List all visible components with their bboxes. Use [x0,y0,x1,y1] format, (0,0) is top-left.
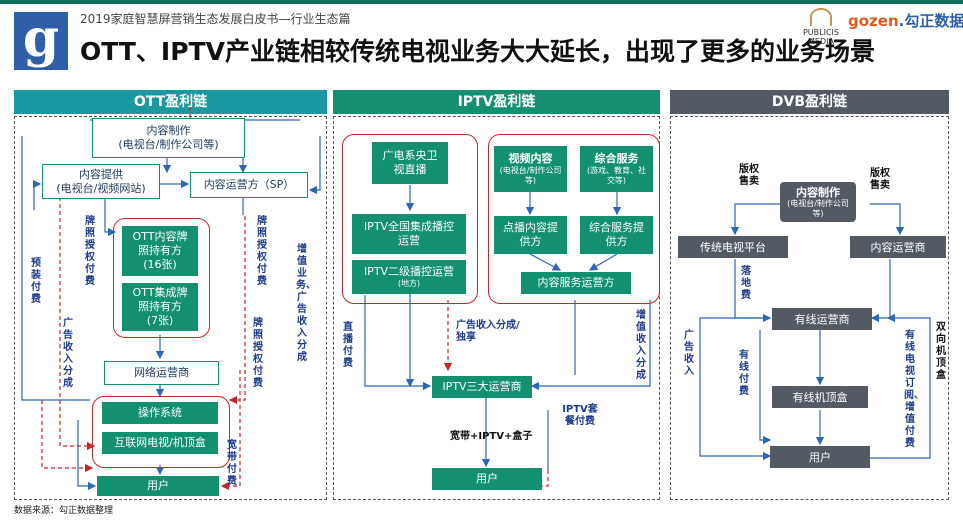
iptv-label-ad-share: 广告收入分成/独享 [456,320,520,343]
ott-panel-header: OTT盈利链 [14,90,327,114]
gozen-logo-text: .勾正数据 [898,12,963,30]
dvb-label-dual: 双向机顶盒 [936,322,946,381]
iptv-label-bundle: 宽带+IPTV+盒子 [450,431,533,442]
ott-license-integration: OTT集成牌照持有方 (7张) [122,283,198,331]
iptv-integrated: 综合服务 (游戏、教育、社交等) [580,146,653,192]
publicis-logo-text: PUBLICIS MEDIA [802,28,839,46]
ott-label-license-fee-2: 牌照授权付费 [257,216,267,287]
iptv-vod-label: 点播内容提供方 [503,221,558,248]
report-subtitle: 2019家庭智慧屏营销生态发展白皮书—行业生态篇 [80,12,351,26]
iptv-video-sub: (电视台/制作公司等) [499,166,562,185]
iptv-content-service: 内容服务运营方 [521,272,631,294]
iptv-broadcast-frame [342,134,478,304]
dvb-label-subscription: 有线电视订阅、增值付费 [904,330,924,449]
publicis-logo: PUBLICIS MEDIA [790,8,852,46]
iptv-label-package: IPTV套餐付费 [562,404,598,427]
iptv-regional: IPTV二级播控运营 (地方) [352,260,466,294]
ott-label-preinstall: 预装付费 [31,258,41,305]
iptv-panel-header: IPTV盈利链 [333,90,660,114]
ott-label-ad-share: 广告收入分成 [63,318,73,389]
ott-panel [14,116,327,500]
iptv-national-label: IPTV全国集成播控运营 [363,220,455,247]
dvb-tv-platform: 传统电视平台 [678,236,788,258]
sun-icon [810,8,832,26]
dvb-user: 用户 [770,446,870,468]
iptv-cctv-label: 广电系央卫视直播 [382,149,438,176]
iptv-label-live-fee: 直播付费 [343,322,353,369]
dvb-content-maker: 内容制作 (电视台/制作公司等) [780,182,856,222]
iptv-regional-sub: (地方) [397,279,421,288]
ott-tv-box: 互联网电视/机顶盒 [102,432,218,454]
gozen-logo-mark: gozen [848,12,899,30]
dvb-cable-operator: 有线运营商 [772,308,872,330]
iptv-vod: 点播内容提供方 [494,216,567,254]
iptv-carriers: IPTV三大运营商 [432,376,532,398]
ott-label-broadband: 宽带付费 [227,440,237,487]
ott-license-content-label: OTT内容牌照持有方 [132,230,188,257]
top-accent-bar [0,0,963,4]
dvb-stb: 有线机顶盒 [772,386,868,408]
dvb-content-maker-label: 内容制作 [796,185,840,199]
iptv-integrated-label: 综合服务 [594,152,639,165]
iptv-national: IPTV全国集成播控运营 [352,214,466,254]
ott-content-provider-sub: (电视台/视频网站) [56,181,146,195]
ott-label-license-fee-1: 牌照授权付费 [85,216,95,287]
dvb-panel-header: DVB盈利链 [670,90,949,114]
iptv-isp-label: 综合服务提供方 [589,221,644,248]
ott-network: 网络运营商 [104,361,219,385]
iptv-content-frame [488,134,660,304]
ott-content-maker-sub: (电视台/制作公司等) [118,138,219,151]
dvb-label-copyright-1: 版权售卖 [739,164,759,187]
ott-content-maker-label: 内容制作 [146,124,191,137]
gozen-logo: gozen.勾正数据 [848,10,963,31]
dvb-content-maker-sub: (电视台/制作公司等) [787,198,849,218]
iptv-user: 用户 [432,468,542,490]
ott-license-integration-label: OTT集成牌照持有方 [132,286,188,313]
iptv-panel [333,116,660,500]
dvb-label-ad: 广告收入 [684,330,694,377]
dvb-label-cable-fee: 有线付费 [739,350,749,397]
ott-device-frame [92,396,230,468]
ott-label-value-add: 增值业务、广告收入分成 [296,244,316,363]
ott-os: 操作系统 [102,402,218,424]
dvb-label-copyright-2: 版权售卖 [870,168,890,191]
page-title: OTT、IPTV产业链相较传统电视业务大大延长，出现了更多的业务场景 [80,37,875,66]
ott-user: 用户 [97,476,219,496]
ott-content-maker: 内容制作 (电视台/制作公司等) [92,118,245,158]
iptv-video-label: 视频内容 [508,152,553,165]
ott-sp: 内容运营方（SP） [190,172,308,198]
iptv-isp: 综合服务提供方 [580,216,653,254]
iptv-cctv: 广电系央卫视直播 [372,142,448,184]
iptv-label-value-add: 增值收入分成 [636,310,646,381]
iptv-regional-label: IPTV二级播控运营 [363,265,455,278]
ott-label-license-fee-3: 牌照授权付费 [253,318,263,389]
data-source: 数据来源：勾正数据整理 [14,506,114,516]
iptv-video: 视频内容 (电视台/制作公司等) [494,146,567,192]
ott-license-frame [113,218,210,338]
dvb-label-landing: 落地费 [741,266,751,301]
dvb-panel [670,116,949,500]
iptv-integrated-sub: (游戏、教育、社交等) [586,166,647,185]
ott-content-provider-label: 内容提供 [79,167,123,181]
ott-license-content-count: (16张) [143,258,177,271]
ott-license-content: OTT内容牌照持有方 (16张) [122,226,198,276]
ott-license-integration-count: (7张) [146,314,174,327]
g-logo: g [14,12,68,70]
dvb-content-operator: 内容运营商 [850,236,946,258]
ott-content-provider: 内容提供 (电视台/视频网站) [42,164,160,199]
